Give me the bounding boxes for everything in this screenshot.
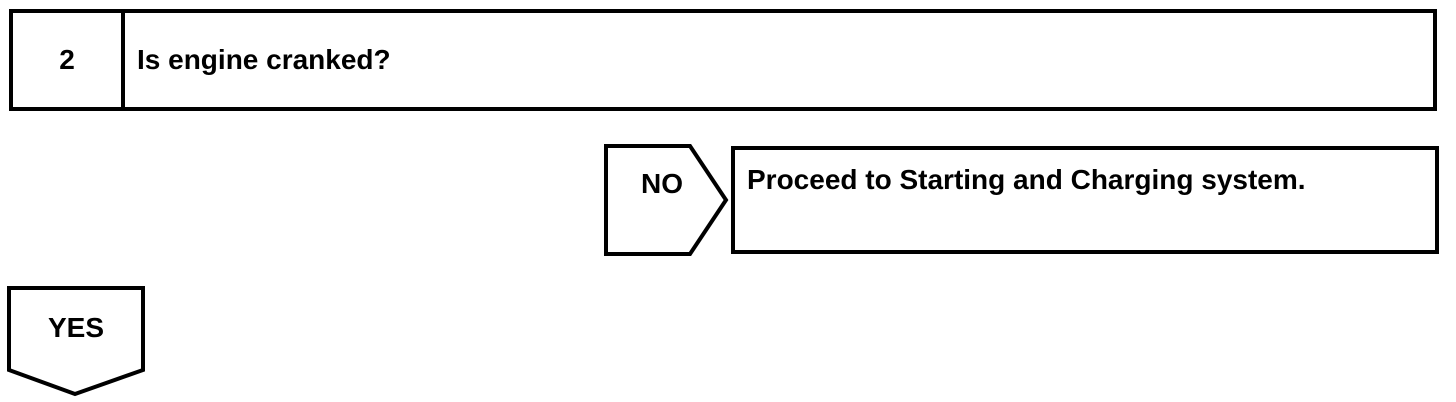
no-action-text: Proceed to Starting and Charging system.	[747, 164, 1306, 195]
yes-label: YES	[47, 312, 105, 343]
yes-arrow-shape	[7, 286, 145, 397]
no-arrow-shape	[604, 144, 729, 256]
no-action-box: Proceed to Starting and Charging system.	[731, 146, 1439, 254]
step-box: 2 Is engine cranked?	[9, 9, 1437, 111]
step-number: 2	[13, 13, 125, 107]
no-label: NO	[641, 168, 683, 199]
step-question: Is engine cranked?	[137, 44, 391, 75]
